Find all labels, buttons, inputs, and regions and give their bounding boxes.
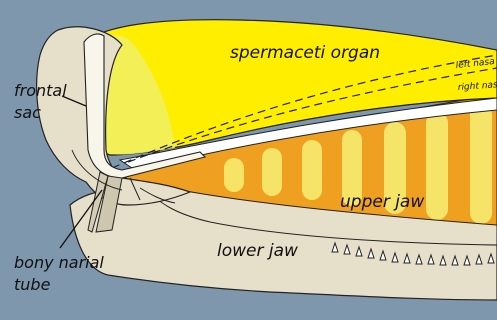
- junk-stripe: [224, 158, 244, 192]
- bony-narial-tube-label-line1: bony narial: [14, 253, 104, 272]
- bony-narial-tube-label-line2: tube: [14, 275, 51, 294]
- lower-jaw-label: lower jaw: [217, 241, 298, 261]
- frontal-sac-label-line2: sac: [14, 103, 41, 122]
- upper-jaw-label: upper jaw: [340, 192, 424, 212]
- junk-stripe: [426, 112, 448, 220]
- junk-stripe: [302, 140, 322, 200]
- spermaceti-organ-label: spermaceti organ: [230, 43, 380, 63]
- frontal-sac-label-line1: frontal: [14, 81, 67, 100]
- junk-stripe: [470, 104, 492, 224]
- junk-stripe: [262, 148, 282, 196]
